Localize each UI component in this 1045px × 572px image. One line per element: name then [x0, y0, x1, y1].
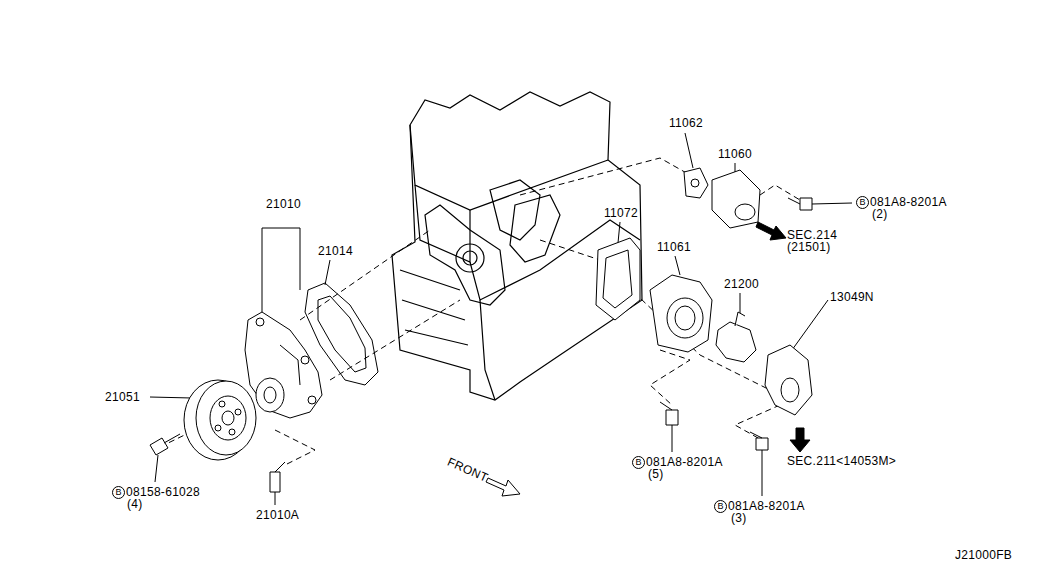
callout-number: 11061: [657, 241, 691, 254]
circle-mark: B: [632, 456, 645, 469]
assembly-line: [160, 158, 800, 465]
callout-number: 21051: [105, 391, 140, 404]
bolt: [150, 198, 812, 492]
engine-block: [392, 92, 642, 400]
circle-mark: B: [856, 196, 869, 209]
water-pump: [245, 312, 322, 418]
quantity: (5): [648, 468, 664, 481]
direction-label: FRONT: [445, 456, 489, 485]
gasket: [305, 283, 378, 385]
section-arrow: [756, 222, 786, 240]
quantity: (2): [872, 208, 888, 221]
quantity: (3): [731, 512, 747, 525]
section-arrow: [790, 428, 810, 452]
callout-number: 21010: [266, 198, 301, 211]
pulley: [184, 380, 256, 460]
callout-number: 21010A: [256, 509, 299, 522]
callout-number: 11062: [669, 117, 703, 130]
callout-number: 11060: [718, 148, 752, 161]
callout-number: 21200: [724, 278, 759, 291]
circle-mark: B: [714, 500, 727, 513]
front-arrow: [486, 478, 520, 496]
section-reference: SEC.211<14053M>: [787, 455, 896, 468]
quantity: (4): [127, 498, 143, 511]
callout-number: 13049N: [830, 291, 874, 304]
leader-line: [150, 133, 852, 505]
circle-mark: B: [112, 486, 125, 499]
section-reference: (21501): [787, 241, 830, 254]
diagram-code: J21000FB: [955, 549, 1012, 562]
callout-number: 11072: [604, 207, 638, 220]
thermostat-parts: [596, 168, 812, 415]
callout-number: 21014: [318, 245, 353, 258]
